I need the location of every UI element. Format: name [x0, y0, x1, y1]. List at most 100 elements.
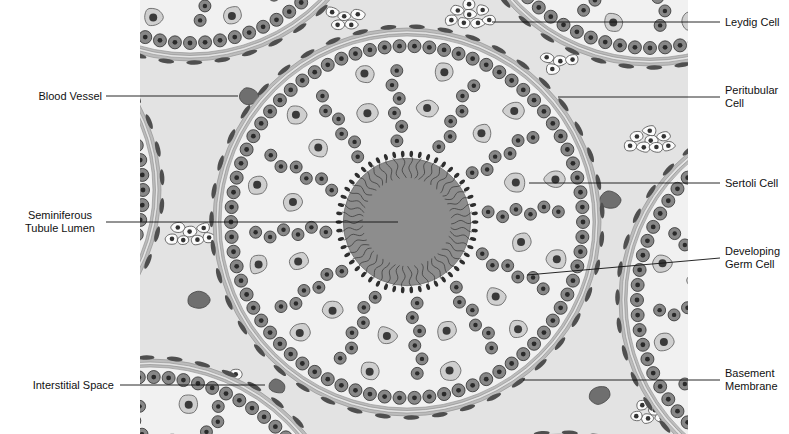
germ-nucleus	[239, 278, 244, 283]
germ-cell	[466, 167, 478, 179]
germ-cell	[438, 388, 451, 401]
germ-cell	[140, 0, 141, 1]
leydig-cell	[463, 0, 475, 10]
germ-nucleus	[658, 23, 662, 27]
germ-cell	[668, 309, 680, 321]
sperm-tail	[422, 264, 429, 284]
leydig-nucleus	[646, 416, 651, 421]
peritubular-cell	[622, 234, 631, 251]
sperm-head	[344, 252, 351, 258]
germ-nucleus	[353, 388, 358, 393]
leydig-cell	[657, 132, 671, 141]
sperm-tail	[344, 233, 364, 240]
germ-nucleus	[516, 275, 520, 279]
germ-nucleus	[281, 228, 285, 232]
germ-cell	[423, 390, 436, 403]
germ-cell	[662, 393, 675, 406]
germ-cell	[561, 143, 574, 156]
basement-membrane-ring	[140, 362, 348, 434]
germ-cell	[528, 94, 541, 107]
peritubular-cell	[583, 286, 593, 303]
germ-nucleus	[415, 371, 419, 375]
peritubular-cell	[533, 358, 548, 372]
sperm-tail	[393, 265, 400, 286]
leydig-cell	[191, 235, 204, 245]
sertoli-cell	[287, 106, 307, 124]
germ-nucleus	[500, 214, 504, 218]
germ-cell	[659, 41, 672, 54]
germ-cell	[636, 249, 649, 262]
sperm-head	[409, 287, 413, 294]
germ-nucleus	[278, 341, 283, 346]
seminiferous-tubule	[365, 430, 688, 434]
sertoli-nucleus	[443, 327, 451, 335]
peritubular-cell	[320, 395, 336, 406]
germ-cell	[493, 66, 506, 79]
callout-label: Blood Vessel	[20, 90, 102, 103]
germ-cell	[352, 151, 364, 163]
sperm-head	[340, 194, 347, 200]
germ-cell	[497, 211, 509, 223]
germ-cell	[411, 297, 423, 309]
sertoli-nucleus	[510, 107, 518, 115]
germ-cell	[153, 34, 166, 47]
leydig-cell	[642, 414, 654, 424]
germ-nucleus	[618, 43, 623, 48]
germ-nucleus	[288, 87, 293, 92]
germ-nucleus	[229, 235, 234, 240]
sperm-head	[453, 172, 460, 179]
sperm-tail	[419, 160, 429, 179]
germ-cell	[411, 367, 423, 379]
leydig-nucleus	[181, 238, 186, 243]
germ-cell	[140, 371, 145, 384]
germ-nucleus	[493, 154, 497, 158]
germ-nucleus	[279, 164, 283, 168]
sertoli-cell	[487, 288, 506, 306]
germ-nucleus	[412, 44, 417, 49]
germ-cell	[438, 43, 451, 56]
germ-nucleus	[448, 119, 452, 123]
peritubular-cell	[210, 239, 217, 255]
germ-cell	[408, 391, 421, 404]
leydig-cluster	[540, 53, 578, 74]
germ-nucleus	[505, 263, 509, 267]
leydig-cell	[642, 126, 656, 136]
sperm-tail	[386, 160, 392, 181]
germ-nucleus	[300, 361, 305, 366]
peritubular-cell	[347, 406, 364, 415]
germ-cell	[486, 259, 498, 271]
germ-cell	[554, 301, 567, 314]
sperm-head	[375, 157, 381, 164]
germ-nucleus	[340, 269, 344, 273]
basement-membrane-ring	[140, 15, 156, 366]
germ-cell	[681, 416, 688, 429]
germ-cell	[292, 229, 304, 241]
germ-nucleus	[542, 330, 547, 335]
germ-cell	[320, 105, 332, 117]
germ-nucleus	[269, 153, 273, 157]
germ-cell	[227, 245, 240, 258]
germ-cell	[521, 0, 534, 4]
sertoli-cell	[654, 333, 674, 351]
leydig-nucleus	[356, 12, 361, 17]
sertoli-cell	[546, 250, 566, 269]
germ-nucleus	[268, 330, 273, 335]
germ-nucleus	[251, 305, 256, 310]
peritubular-cell	[437, 26, 454, 34]
sertoli-cell	[250, 255, 267, 274]
germ-nucleus	[489, 346, 493, 350]
peritubular-cell	[239, 104, 252, 120]
germ-cell	[679, 239, 688, 251]
germ-nucleus	[244, 147, 249, 152]
germ-nucleus	[571, 278, 576, 283]
leydig-nucleus	[456, 8, 461, 13]
germ-cell	[257, 20, 270, 33]
sperm-head	[463, 186, 470, 192]
germ-nucleus	[663, 45, 668, 50]
sperm-tail	[346, 240, 367, 247]
peritubular-cell	[557, 97, 570, 113]
sperm-head	[453, 265, 460, 272]
peritubular-cell	[226, 128, 237, 144]
basement-membrane-ring	[619, 109, 688, 434]
